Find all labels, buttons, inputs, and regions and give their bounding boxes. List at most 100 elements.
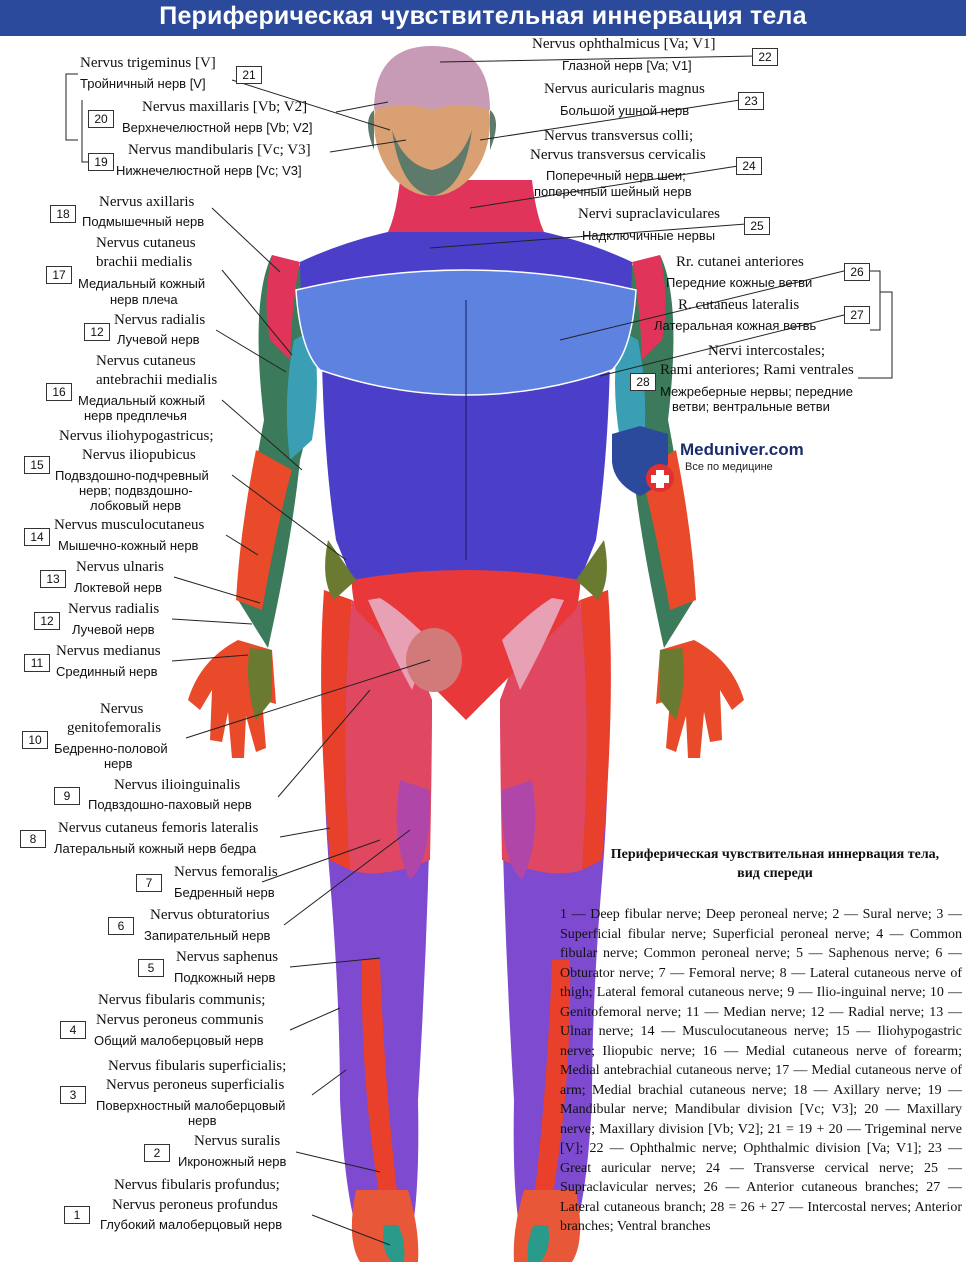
label-11-latin: Nervus medianus (56, 643, 161, 659)
label-19-number: 19 (88, 153, 114, 171)
label-12a-latin: Nervus radialis (114, 312, 206, 328)
label-26-latin: Rr. cutanei anteriores (676, 254, 804, 270)
logo-tagline: Все по медицине (685, 461, 773, 473)
label-8-latin: Nervus cutaneus femoris lateralis (58, 820, 259, 836)
label-6-russian: Запирательный нерв (144, 928, 271, 943)
label-16-russian-1: Медиальный кожный (78, 393, 206, 408)
label-23-number: 23 (738, 92, 764, 110)
label-7-latin: Nervus femoralis (174, 864, 278, 880)
label-18-latin: Nervus axillaris (99, 194, 195, 210)
label-27-latin: R. cutaneus lateralis (678, 297, 800, 313)
label-4-number: 4 (60, 1021, 86, 1039)
label-17-latin-1: Nervus cutaneus (96, 235, 196, 251)
label-10-russian-2: нерв (104, 756, 133, 771)
label-15-number: 15 (24, 456, 50, 474)
label-11-russian: Срединный нерв (56, 664, 158, 679)
label-28-russian-2: ветви; вентральные ветви (672, 399, 830, 414)
label-14-russian: Мышечно-кожный нерв (58, 538, 199, 553)
label-21-number: 21 (236, 66, 262, 84)
logo-name[interactable]: Meduniver.com (680, 440, 804, 459)
label-23-russian: Большой ушной нерв (560, 103, 690, 118)
label-15-russian-2: нерв; подвздошно- (79, 483, 193, 498)
label-2-number: 2 (144, 1144, 170, 1162)
label-13-russian: Локтевой нерв (74, 580, 163, 595)
left-thigh-lateral (321, 590, 352, 870)
label-14-number: 14 (24, 528, 50, 546)
left-forearm-red (236, 450, 292, 610)
label-2-russian: Икроножный нерв (178, 1154, 287, 1169)
label-7-number: 7 (136, 874, 162, 892)
label-3-russian-2: нерв (188, 1113, 217, 1128)
body-figure (171, 46, 849, 1262)
leader-lines (171, 55, 849, 1246)
page-title: Периферическая чувствительная иннервация… (159, 2, 807, 30)
label-19-latin: Nervus mandibularis [Vc; V3] (128, 142, 311, 158)
right-thigh-lateral (580, 590, 611, 870)
left-palm-green (248, 648, 272, 720)
label-10-latin-1: Nervus (100, 701, 144, 717)
label-4-latin-2: Nervus peroneus communis (96, 1012, 264, 1028)
label-4-russian: Общий малоберцовый нерв (94, 1033, 264, 1048)
label-24-latin-2: Nervus transversus cervicalis (530, 147, 706, 163)
label-6-latin: Nervus obturatorius (150, 907, 270, 923)
label-27-russian: Латеральная кожная ветвь (654, 318, 817, 333)
groin-right (502, 598, 564, 690)
label-24-latin-1: Nervus transversus colli; (544, 128, 694, 144)
label-25-latin: Nervi supraclaviculares (578, 206, 721, 222)
label-17-russian-2: нерв плеча (110, 292, 178, 307)
label-17-russian-1: Медиальный кожный (78, 276, 206, 291)
label-14-latin: Nervus musculocutaneus (54, 517, 205, 533)
flank-green-right (576, 540, 607, 600)
label-16-latin-1: Nervus cutaneus (96, 353, 196, 369)
label-22-russian: Глазной нерв [Va; V1] (562, 58, 692, 73)
label-24-number: 24 (736, 157, 762, 175)
label-10-number: 10 (22, 731, 48, 749)
label-27-number: 27 (844, 306, 870, 324)
label-15-latin-2: Nervus iliopubicus (82, 447, 196, 463)
label-2-latin: Nervus suralis (194, 1133, 281, 1149)
label-5-latin: Nervus saphenus (176, 949, 279, 965)
label-15-latin-1: Nervus iliohypogastricus; (59, 428, 214, 444)
right-shin-stripe (534, 960, 571, 1200)
label-1-latin-1: Nervus fibularis profundus; (114, 1177, 280, 1193)
label-1-number: 1 (64, 1206, 90, 1224)
label-3-latin-1: Nervus fibularis superficialis; (108, 1058, 287, 1074)
label-16-russian-2: нерв предплечья (84, 408, 187, 423)
caption-title: Периферическая чувствительная иннервация… (610, 847, 940, 881)
label-3-latin-2: Nervus peroneus superficialis (106, 1077, 285, 1093)
label-26-number: 26 (844, 263, 870, 281)
label-3-russian-1: Поверхностный малоберцовый (96, 1098, 286, 1113)
right-obturator-zone (501, 780, 536, 880)
label-12b-number: 12 (34, 612, 60, 630)
label-13-latin: Nervus ulnaris (76, 559, 164, 575)
label-8-number: 8 (20, 830, 46, 848)
label-9-latin: Nervus ilioinguinalis (114, 777, 241, 793)
label-9-number: 9 (54, 787, 80, 805)
label-25-russian: Надключичные нервы (582, 228, 716, 243)
label-25-number: 25 (744, 217, 770, 235)
left-forearm-teal (286, 330, 317, 460)
label-28-latin-1: Nervi intercostales; (708, 343, 826, 359)
label-18-number: 18 (50, 205, 76, 223)
label-6-number: 6 (108, 917, 134, 935)
label-7-russian: Бедренный нерв (174, 885, 275, 900)
label-28-number: 28 (630, 373, 656, 391)
label-16-latin-2: antebrachii medialis (96, 372, 218, 388)
label-28-latin-2: Rami anteriores; Rami ventrales (660, 362, 854, 378)
label-22-number: 22 (752, 48, 778, 66)
left-toes (383, 1225, 405, 1262)
label-22-latin: Nervus ophthalmicus [Va; V1] (532, 36, 716, 52)
flank-green-left (325, 540, 356, 600)
right-upper-arm-red (632, 255, 666, 360)
caption-text: 1 — Deep fibular nerve; Deep peroneal ne… (560, 907, 962, 1234)
label-26-russian: Передние кожные ветви (666, 275, 813, 290)
label-5-number: 5 (138, 959, 164, 977)
left-shin-stripe (361, 960, 398, 1200)
label-19-russian: Нижнечелюстной нерв [Vc; V3] (116, 163, 302, 178)
right-ear (490, 110, 496, 150)
label-12b-russian: Лучевой нерв (72, 622, 155, 637)
label-3-number: 3 (60, 1086, 86, 1104)
label-21-latin: Nervus trigeminus [V] (80, 55, 216, 71)
label-10-russian-1: Бедренно-половой (54, 741, 168, 756)
